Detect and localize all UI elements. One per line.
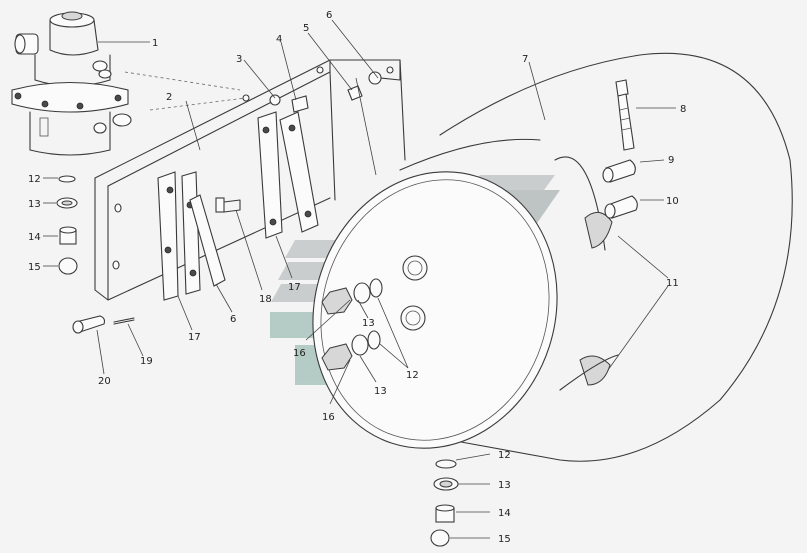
callout-12-left: 12 <box>28 174 41 185</box>
leader-lines <box>177 19 676 539</box>
bottom-fittings <box>430 459 459 547</box>
callout-11: 11 <box>666 278 679 289</box>
callout-labels: 1 2 3 4 5 6 7 8 9 10 11 12 13 14 15 13 1… <box>28 10 686 545</box>
callout-13-mid-a: 13 <box>362 318 375 329</box>
callout-3: 3 <box>236 54 242 65</box>
callout-15-bottom: 15 <box>498 534 511 545</box>
callout-4: 4 <box>276 34 282 45</box>
callout-2: 2 <box>166 92 172 103</box>
mounting-bracket <box>94 59 406 301</box>
callout-15-left: 15 <box>28 262 41 273</box>
bolt-18 <box>215 197 241 213</box>
callout-9: 9 <box>668 155 674 166</box>
callout-16-b: 16 <box>322 412 335 423</box>
callout-13-bottom: 13 <box>498 480 511 491</box>
callout-13-mid-b: 13 <box>374 386 387 397</box>
callout-10: 10 <box>666 196 679 207</box>
callout-12-bottom: 12 <box>498 450 511 461</box>
callout-14-bottom: 14 <box>498 508 511 519</box>
air-tank <box>312 52 793 462</box>
callout-19: 19 <box>140 356 153 367</box>
callout-18: 18 <box>259 294 272 305</box>
pin-and-cotter <box>72 315 144 375</box>
callout-16-a: 16 <box>293 348 306 359</box>
callout-6-mid: 6 <box>230 314 236 325</box>
callout-17-a: 17 <box>288 282 301 293</box>
clamp-straps <box>157 111 319 301</box>
callout-12-mid: 12 <box>406 370 419 381</box>
callout-1: 1 <box>152 38 158 49</box>
callout-14-left: 14 <box>28 232 41 243</box>
callout-20: 20 <box>98 376 111 387</box>
valve-assembly <box>11 11 246 156</box>
callout-13-left: 13 <box>28 199 41 210</box>
callout-5: 5 <box>303 23 309 34</box>
left-fittings <box>43 175 78 275</box>
callout-7: 7 <box>522 54 528 65</box>
callout-8: 8 <box>680 104 686 115</box>
drain-plugs <box>321 278 383 371</box>
callout-6-top: 6 <box>326 10 332 21</box>
callout-17-b: 17 <box>188 332 201 343</box>
tank-bolt-and-sleeves <box>602 79 638 219</box>
